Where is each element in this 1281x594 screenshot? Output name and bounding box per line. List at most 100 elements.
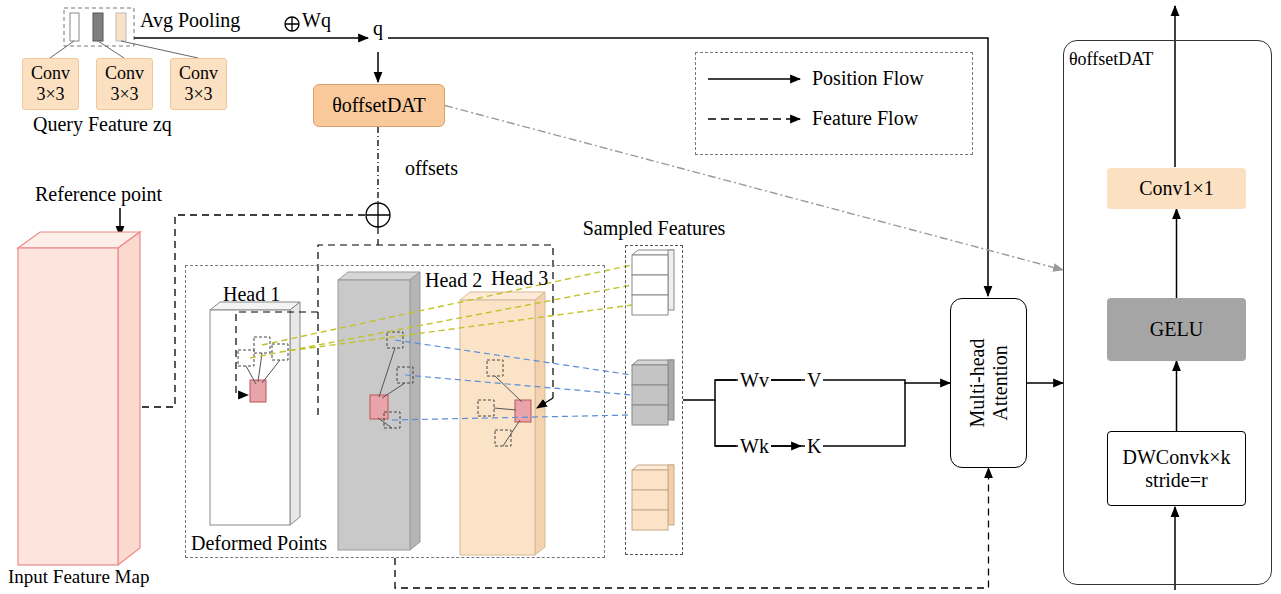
legend-line [708, 118, 800, 120]
drawn-shape [210, 310, 290, 525]
add-symbol [366, 203, 390, 227]
offset-vector [246, 348, 522, 446]
node-text: Conv 3×3 [97, 63, 152, 104]
legend-box: Position FlowFeature Flow [695, 52, 973, 155]
attention-head: Head 2 [339, 281, 411, 551]
drawn-shape [632, 255, 668, 275]
reference-cell [370, 395, 388, 419]
position-arrow [134, 37, 368, 39]
conv-box: Conv 3×3 [170, 58, 227, 110]
attention-head: Head 3 [461, 301, 536, 556]
query-arrow [388, 38, 988, 296]
legend-row: Feature Flow [704, 107, 918, 130]
diagram-label: Query Feature zq [33, 112, 172, 136]
drawn-shape [632, 385, 668, 405]
connector [395, 468, 989, 588]
node-text: Conv 3×3 [23, 63, 78, 104]
drawn-shape [487, 360, 503, 376]
head-slab [338, 272, 420, 550]
offset-network-box: θoffsetDAT [313, 84, 445, 127]
conv-box: Conv 3×3 [22, 58, 79, 110]
line-stroke [494, 376, 522, 446]
diagram-label: Wv [738, 368, 771, 392]
drawn-shape [668, 360, 674, 420]
drawn-shape [338, 272, 420, 280]
attention-head: Head 1 [211, 311, 291, 526]
drawn-shape [118, 232, 140, 565]
diagram-label: q [373, 16, 383, 40]
node-text: Multi-head Attention [966, 308, 1012, 458]
drawn-shape [535, 292, 545, 555]
legend-text: Position Flow [812, 67, 924, 90]
line-stroke [392, 340, 632, 420]
line-stroke [366, 203, 390, 227]
drawn-shape [460, 300, 535, 555]
output-arrow [1174, 6, 1176, 167]
head-slab [460, 292, 545, 555]
drawn-shape [668, 250, 674, 310]
reference-cell [250, 380, 266, 402]
diagram-label: Reference point [35, 182, 162, 206]
sampling-line [392, 340, 632, 420]
head-slab [210, 302, 300, 525]
diagram-label: Avg Pooling [140, 8, 240, 32]
diagram-label: Wk [738, 434, 771, 458]
node-text: Head 1 [223, 283, 280, 306]
legend-line [708, 78, 800, 80]
deformed-points-group: Deformed PointsHead 1Head 2Head 3 [185, 265, 605, 558]
drawn-shape [290, 302, 300, 525]
feature-line [236, 312, 318, 395]
sampled-features-group: Sampled Features [625, 245, 683, 555]
connector [1176, 209, 1178, 298]
offset-line [377, 127, 378, 202]
drawn-shape [632, 295, 668, 315]
layer-box: DWConvk×k stride=r [1107, 431, 1246, 506]
layer-box: Conv1×1 [1107, 168, 1246, 209]
connector [445, 106, 1063, 271]
legend-row: Position Flow [704, 67, 924, 90]
line-stroke [378, 348, 405, 428]
drawn-shape [366, 203, 390, 227]
offset-network-panel: θoffsetDATConv1×1GELUDWConvk×k stride=r [1063, 40, 1272, 585]
legend-text: Feature Flow [812, 107, 918, 130]
sample-window [238, 332, 511, 446]
drawn-shape [632, 490, 668, 510]
feature-line [537, 398, 553, 408]
add-symbol [285, 17, 299, 31]
reference-cell [515, 400, 531, 422]
drawn-shape [668, 465, 674, 525]
drawn-shape [632, 510, 668, 530]
node-text: θoffsetDAT [329, 94, 429, 117]
attention-box: Multi-head Attention [950, 298, 1027, 468]
drawn-shape [410, 272, 420, 550]
feature-slice [116, 13, 126, 41]
node-text: Conv 3×3 [171, 63, 226, 104]
drawn-shape [478, 400, 494, 416]
node-text: Head 3 [491, 267, 548, 290]
conv-box: Conv 3×3 [96, 58, 153, 110]
node-text: Sampled Features [583, 217, 726, 240]
line-stroke [285, 17, 299, 31]
feature-slice [93, 13, 103, 41]
diagram-label: K [805, 434, 823, 458]
diagram-label: V [805, 368, 823, 392]
node-text: Head 2 [425, 269, 482, 292]
drawn-shape [632, 405, 668, 425]
drawn-shape [18, 248, 118, 565]
sampled-feature-cubes [632, 250, 674, 530]
drawn-shape [632, 365, 668, 385]
diagram-label: Wq [302, 8, 331, 32]
node-text: DWConvk×k stride=r [1108, 446, 1245, 492]
slice-group [64, 8, 134, 46]
drawn-shape [285, 17, 299, 31]
node-text: θoffsetDAT [1069, 49, 1153, 70]
input-feature-map [18, 232, 140, 565]
drawn-shape [632, 470, 668, 490]
feature-line [318, 227, 553, 415]
diagram-label: offsets [405, 156, 458, 180]
sampling-line [250, 265, 632, 358]
legend-line-sample [704, 69, 804, 89]
feature-slice [70, 13, 79, 41]
legend-line-sample [704, 109, 804, 129]
